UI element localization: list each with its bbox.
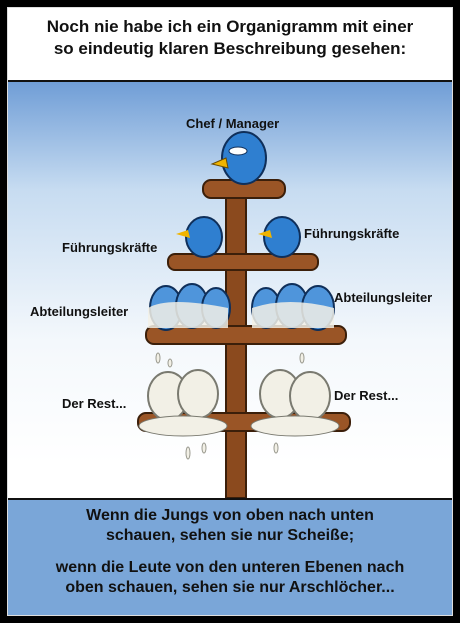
picture-frame: Noch nie habe ich ein Organigramm mit ei… [4, 4, 456, 619]
title-box: Noch nie habe ich ein Organigramm mit ei… [8, 8, 452, 82]
label-rest-right: Der Rest... [334, 388, 399, 403]
rest-birds-left [138, 369, 228, 437]
label-abteilung-left: Abteilungsleiter [30, 304, 129, 319]
title-line-2: so eindeutig klaren Beschreibung gesehen… [53, 39, 407, 58]
org-chart-tree-illustration [137, 131, 351, 499]
third-branch [145, 325, 347, 345]
manager-bird-right [258, 216, 301, 258]
chef-bird [210, 131, 267, 185]
label-fuehrung-right: Führungskräfte [304, 226, 400, 241]
caption-line-4: oben schauen, sehen sie nur Arschlöcher.… [65, 579, 395, 596]
label-fuehrung-left: Führungskräfte [62, 240, 158, 255]
manager-bird-left [176, 216, 223, 258]
cartoon-panel: Noch nie habe ich ein Organigramm mit ei… [7, 7, 453, 616]
title: Noch nie habe ich ein Organigramm mit ei… [16, 16, 444, 60]
drips [155, 352, 305, 460]
label-chef: Chef / Manager [186, 116, 280, 131]
title-line-1: Noch nie habe ich ein Organigramm mit ei… [46, 17, 414, 36]
second-branch [167, 253, 319, 271]
caption-line-2: schauen, sehen sie nur Scheiße; [105, 527, 355, 544]
caption-part-1: Wenn die Jungs von oben nach unten schau… [14, 506, 446, 546]
label-abteilung-right: Abteilungsleiter [334, 290, 433, 305]
caption-line-3: wenn die Leute von den unteren Ebenen na… [55, 559, 405, 576]
caption-line-1: Wenn die Jungs von oben nach unten [86, 507, 374, 524]
department-birds-right [251, 283, 335, 331]
label-rest-left: Der Rest... [62, 396, 127, 411]
rest-birds-right [250, 369, 340, 437]
caption-part-2: wenn die Leute von den unteren Ebenen na… [14, 558, 446, 598]
department-birds-left [148, 283, 231, 331]
caption-box: Wenn die Jungs von oben nach unten schau… [8, 498, 452, 615]
